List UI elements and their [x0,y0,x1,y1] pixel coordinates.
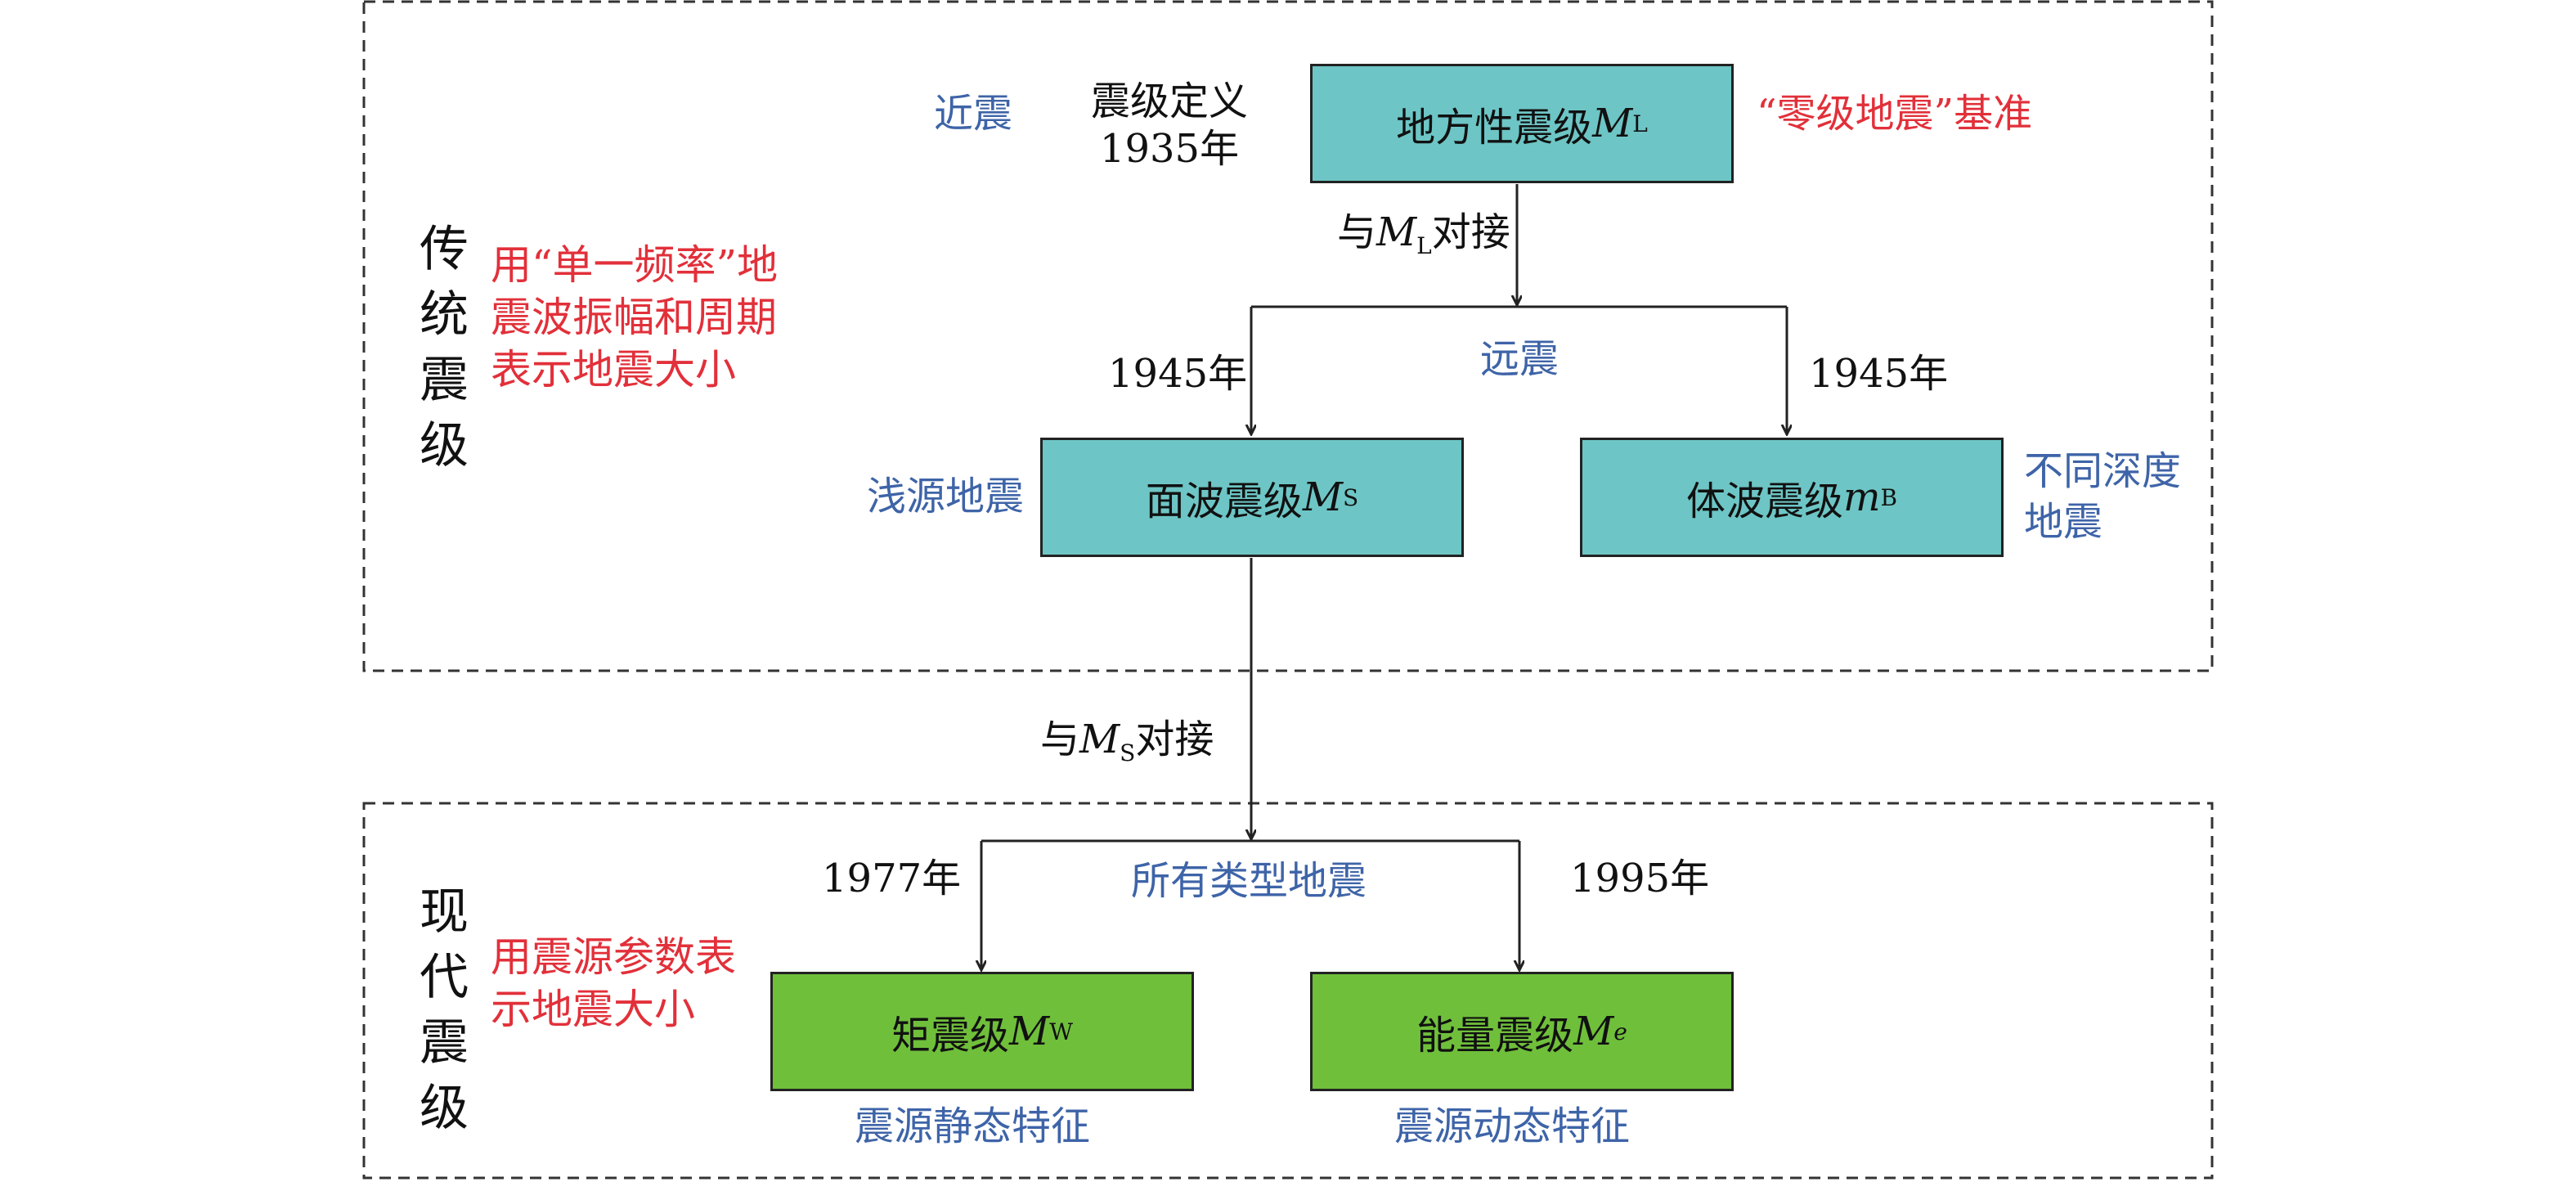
moment-subscript: W [1049,1018,1073,1045]
year-1945-left: 1945年 [1108,351,1248,397]
zero-reference-label: “零级地震”基准 [1757,91,2033,137]
energy-subscript: e [1613,1018,1627,1045]
year-1995: 1995年 [1570,856,1710,901]
definition-line1: 震级定义 [1090,79,1248,124]
connect-ms-label: 与MS对接 [1040,716,1214,777]
surface-wave-subscript: S [1342,483,1359,511]
modern-description: 用震源参数表示地震大小 [491,933,736,1033]
modern-section-frame [362,802,2214,1180]
connect-ms-suffix: 对接 [1135,717,1214,762]
moment-symbol: M [1009,1009,1050,1054]
connect-ml-subscript: L [1416,232,1432,259]
static-features-label: 震源静态特征 [855,1103,1091,1149]
connect-ms-prefix: 与 [1040,717,1080,762]
body-wave-text: 体波震级 [1685,479,1843,524]
traditional-section-label: 传统震级 [420,221,469,474]
connect-ms-symbol: M [1079,717,1120,762]
far-field-label: 远震 [1480,336,1560,382]
local-magnitude-text: 地方性震级 [1396,105,1593,151]
near-field-label: 近震 [934,91,1013,137]
surface-wave-symbol: M [1302,474,1343,520]
connect-ml-suffix: 对接 [1431,209,1510,255]
body-wave-symbol: m [1842,474,1881,520]
traditional-description: 用“单一频率”地震波振幅和周期表示地震大小 [491,241,779,393]
year-1977: 1977年 [822,856,962,901]
energy-text: 能量震级 [1416,1013,1574,1058]
connect-ms-subscript: S [1120,739,1136,766]
traditional-section-frame [362,0,2214,672]
year-1945-right: 1945年 [1809,351,1949,397]
connect-ml-prefix: 与 [1337,209,1377,255]
local-magnitude-subscript: L [1632,110,1648,137]
connect-ml-symbol: M [1376,209,1417,255]
definition-line2: 1935年 [1099,126,1240,172]
surface-wave-text: 面波震级 [1145,479,1303,524]
definition-label: 震级定义 1935年 [1063,78,1276,173]
energy-symbol: M [1573,1009,1614,1054]
modern-section-label: 现代震级 [420,883,469,1137]
different-depth-label: 不同深度地震 [2024,448,2182,545]
moment-text: 矩震级 [891,1013,1010,1058]
connect-ml-label: 与ML对接 [1337,209,1510,270]
dynamic-features-label: 震源动态特征 [1394,1103,1631,1149]
body-wave-subscript: B [1880,483,1898,511]
shallow-source-label: 浅源地震 [867,474,1025,519]
local-magnitude-symbol: M [1592,101,1633,146]
all-types-label: 所有类型地震 [1131,858,1367,904]
